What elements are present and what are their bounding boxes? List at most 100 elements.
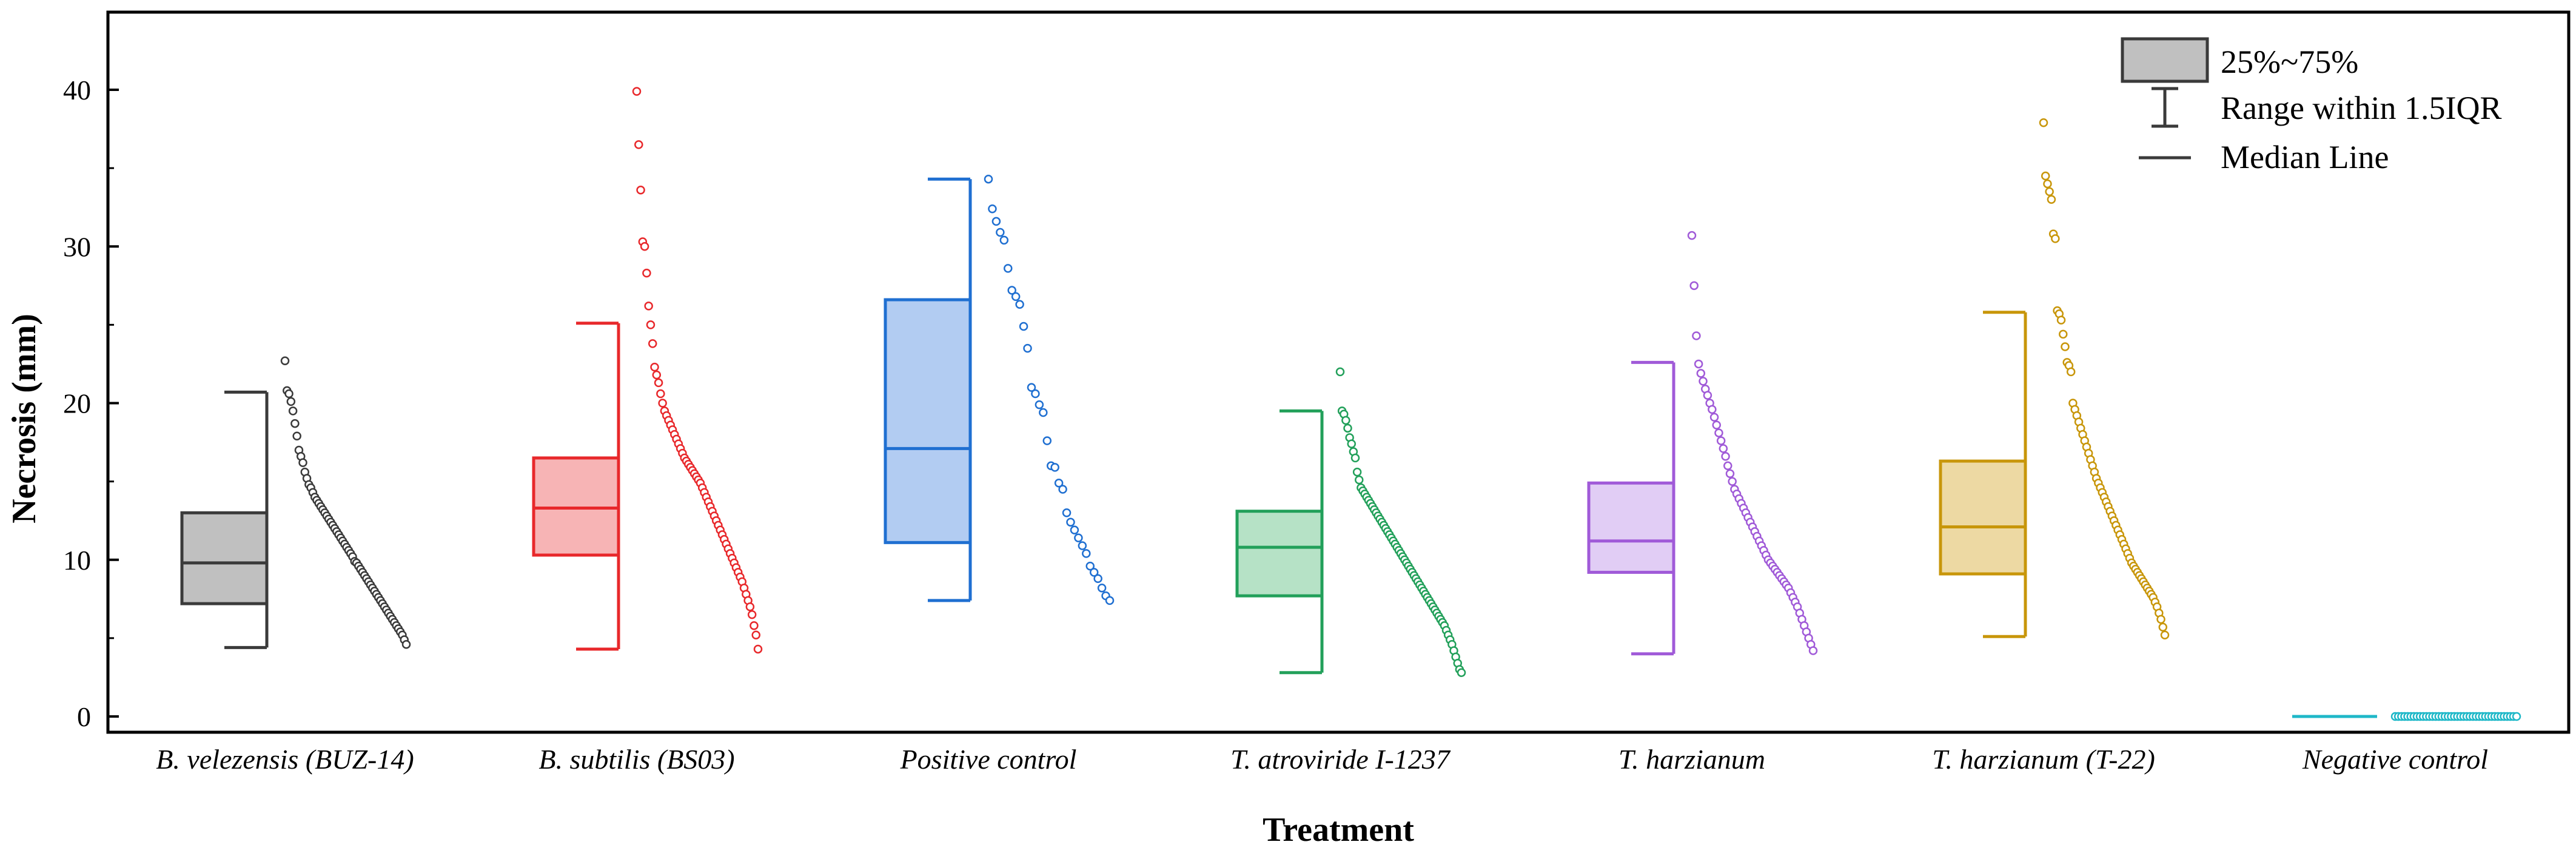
data-point [1085,561,1095,571]
y-tick-label: 30 [63,231,91,262]
data-point [1728,477,1737,486]
box-group [1587,231,1818,656]
data-point [1097,583,1107,593]
data-point [1093,574,1102,583]
legend-median-label: Median Line [2221,139,2389,175]
x-axis-title: Treatment [1263,811,1414,849]
data-point [1335,367,1345,377]
data-point [648,339,657,348]
data-point [984,174,993,184]
box-group [1939,118,2170,639]
data-point [1457,668,1466,677]
data-point [646,320,656,329]
data-point [2059,329,2068,339]
data-point [1716,436,1726,445]
box-group [884,174,1115,605]
data-point [1689,281,1699,291]
data-point [2051,234,2060,243]
legend-box-symbol [2121,37,2209,83]
data-point [286,397,296,406]
box-group [1235,367,1466,677]
data-point [1692,331,1701,340]
data-point [658,399,667,408]
data-point [1703,391,1712,400]
data-point [1352,467,1362,477]
data-point [1694,359,1703,369]
data-point [1343,423,1352,433]
data-point [1054,478,1064,488]
data-point [1058,485,1067,494]
data-point [298,458,307,467]
data-point [284,389,293,399]
data-point [1105,596,1115,605]
data-point [1019,322,1028,331]
data-point [1011,292,1021,302]
data-point [642,268,651,278]
data-point [2047,195,2056,204]
data-point [1719,444,1728,453]
x-category-label: T. atroviride I-1237 [1230,744,1451,775]
data-point [747,610,757,619]
legend: 25%~75% Range within 1.5IQR Median Line [2121,37,2501,175]
boxes-layer [180,87,2521,721]
data-point [1350,453,1360,463]
data-point [2512,712,2521,721]
data-point [1708,405,1717,414]
data-point [1031,389,1040,399]
x-category-label: B. subtilis (BS03) [538,744,734,775]
iqr-box [532,456,620,557]
data-point [652,370,662,380]
x-category-label: T. harzianum [1618,744,1765,775]
data-point [632,87,642,96]
data-point [988,204,997,214]
data-point [1721,452,1730,461]
y-tick-label: 20 [63,388,91,419]
data-point [2156,615,2165,624]
data-point [1355,475,1364,485]
data-point [1699,377,1708,386]
data-point [1066,517,1075,527]
data-point [2056,315,2066,325]
data-point [401,639,411,649]
data-point [1070,525,1079,534]
iqr-box [1235,510,1324,598]
data-point [1808,646,1818,655]
x-category-label: Negative control [2302,744,2488,775]
box-group [180,356,411,649]
data-point [996,227,1005,237]
data-point [1341,416,1350,425]
plot-border [106,10,2571,734]
legend-box-label: 25%~75% [2221,44,2358,80]
x-axis-labels: B. velezensis (BUZ-14)B. subtilis (BS03)… [156,744,2488,775]
data-point [1007,286,1016,295]
data-point [1039,408,1048,417]
data-point [1027,383,1036,392]
box-group [2292,712,2521,721]
data-point [1004,264,1013,273]
y-axis-title: Necrosis (mm) [5,314,43,524]
data-point [280,356,290,366]
data-point [292,431,301,440]
data-point [1723,461,1732,471]
data-point [634,140,643,149]
box-group [532,87,763,654]
data-point [2045,187,2054,197]
data-point [1062,508,1072,517]
iqr-box [1587,481,1675,574]
data-point [2043,179,2052,189]
data-point [1035,400,1044,409]
iqr-box [180,511,269,605]
data-point [1347,439,1356,448]
data-point [753,644,763,654]
data-point [1696,369,1706,378]
data-point [654,378,663,388]
data-point [1078,541,1087,550]
data-point [1023,343,1032,353]
data-point [1687,231,1697,240]
iqr-box [1939,459,2027,576]
data-point [1725,469,1735,478]
data-point [2041,171,2050,181]
data-point [2039,118,2048,127]
data-point [290,419,300,428]
data-point [288,406,298,416]
